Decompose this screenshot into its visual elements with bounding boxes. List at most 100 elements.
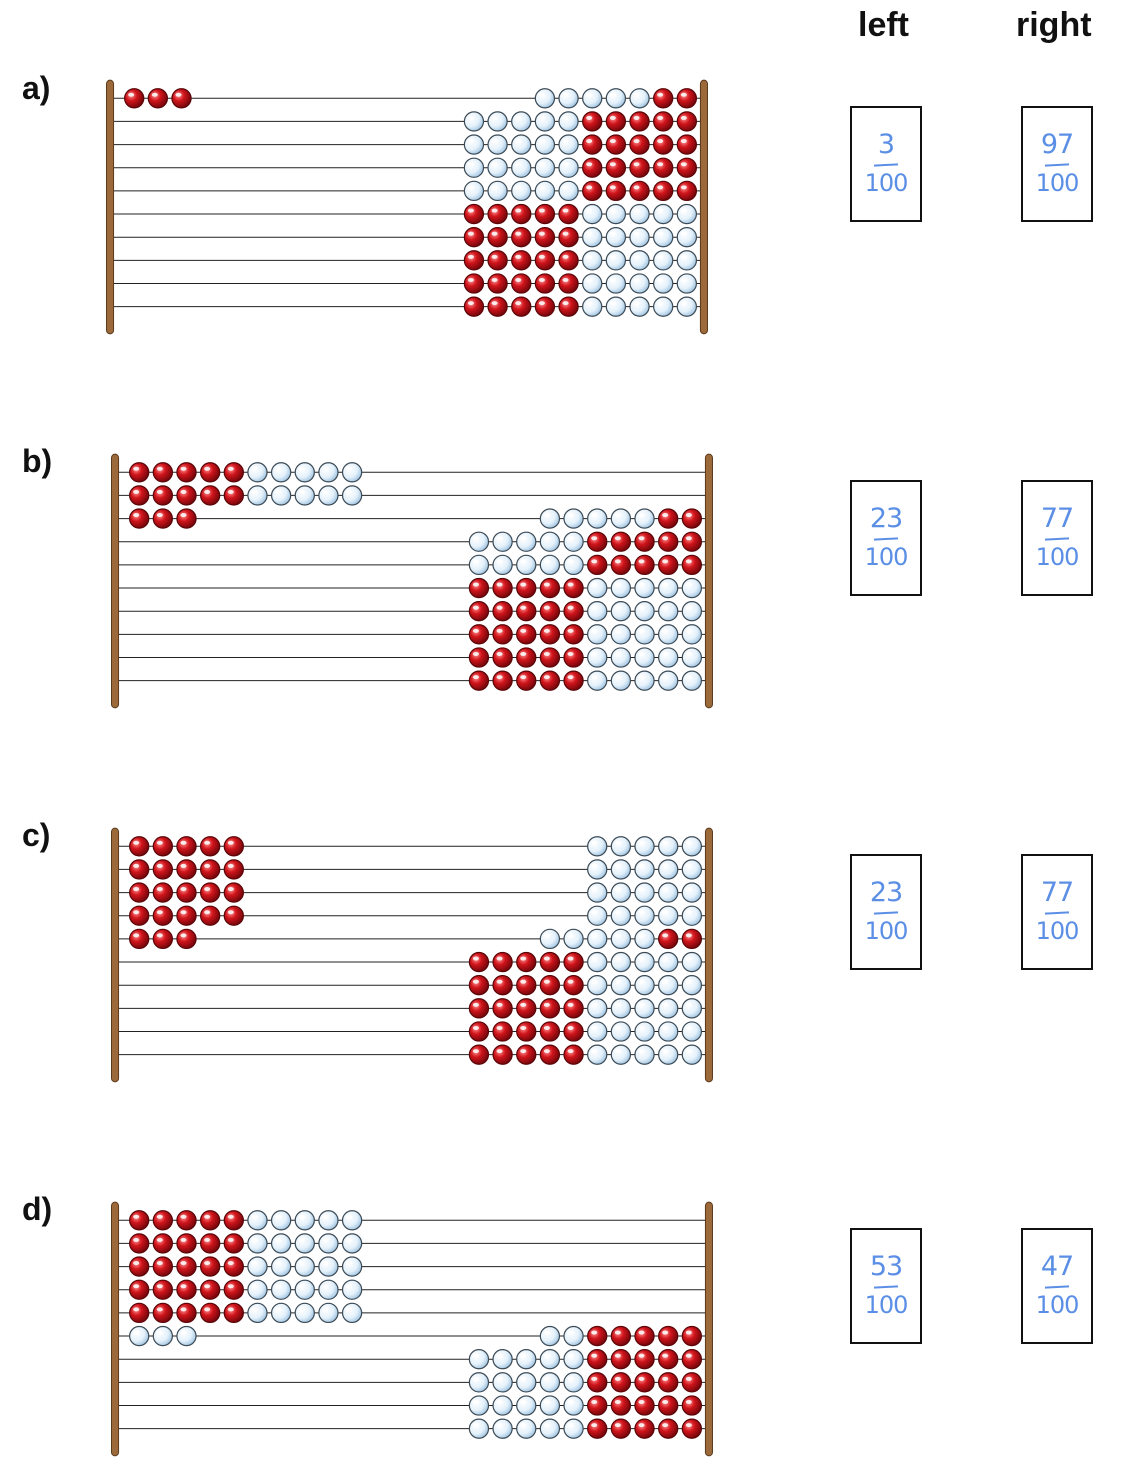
bead-red[interactable] — [176, 508, 197, 529]
bead-white[interactable] — [463, 157, 485, 178]
bead-red[interactable] — [587, 1418, 608, 1439]
bead-white[interactable] — [658, 1021, 679, 1042]
bead-white[interactable] — [468, 1349, 490, 1370]
bead-red[interactable] — [199, 1233, 221, 1254]
bead-red[interactable] — [610, 1372, 632, 1393]
bead-white[interactable] — [294, 1210, 315, 1231]
bead-red[interactable] — [152, 1233, 174, 1254]
bead-red[interactable] — [152, 508, 174, 529]
bead-white[interactable] — [610, 1021, 632, 1042]
bead-white[interactable] — [681, 670, 703, 691]
bead-red[interactable] — [681, 1395, 703, 1416]
bead-red[interactable] — [223, 1233, 244, 1254]
bead-red[interactable] — [152, 1256, 174, 1277]
bead-white[interactable] — [634, 1021, 655, 1042]
bead-white[interactable] — [587, 647, 608, 668]
bead-red[interactable] — [610, 554, 632, 576]
bead-red[interactable] — [147, 88, 169, 109]
bead-white[interactable] — [587, 601, 608, 622]
bead-red[interactable] — [539, 624, 561, 645]
bead-red[interactable] — [563, 670, 584, 691]
bead-red[interactable] — [176, 905, 197, 926]
bead-white[interactable] — [658, 670, 679, 691]
bead-red[interactable] — [129, 508, 150, 529]
bead-red[interactable] — [199, 859, 221, 880]
bead-white[interactable] — [563, 554, 584, 576]
bead-red[interactable] — [582, 180, 603, 202]
bead-white[interactable] — [270, 1256, 292, 1277]
bead-white[interactable] — [681, 577, 703, 599]
bead-red[interactable] — [629, 180, 650, 202]
bead-white[interactable] — [587, 905, 608, 926]
bead-red[interactable] — [587, 1325, 608, 1347]
bead-red[interactable] — [463, 250, 485, 271]
bead-white[interactable] — [511, 157, 532, 178]
bead-red[interactable] — [463, 273, 485, 294]
bead-white[interactable] — [610, 975, 632, 996]
bead-red[interactable] — [129, 928, 150, 950]
bead-white[interactable] — [658, 836, 679, 857]
bead-red[interactable] — [463, 227, 485, 248]
bead-red[interactable] — [634, 1395, 655, 1416]
bead-white[interactable] — [587, 975, 608, 996]
bead-red[interactable] — [563, 577, 584, 599]
bead-red[interactable] — [587, 554, 608, 576]
bead-red[interactable] — [176, 882, 197, 903]
bead-white[interactable] — [563, 1418, 584, 1439]
bead-white[interactable] — [539, 1325, 561, 1347]
bead-red[interactable] — [176, 859, 197, 880]
bead-red[interactable] — [582, 134, 603, 155]
bead-red[interactable] — [610, 1325, 632, 1347]
bead-red[interactable] — [492, 670, 513, 691]
bead-red[interactable] — [129, 905, 150, 926]
bead-red[interactable] — [610, 531, 632, 552]
bead-red[interactable] — [629, 157, 650, 178]
bead-white[interactable] — [582, 273, 603, 294]
bead-white[interactable] — [610, 601, 632, 622]
bead-white[interactable] — [587, 624, 608, 645]
bead-white[interactable] — [247, 1302, 268, 1324]
bead-red[interactable] — [658, 1395, 679, 1416]
bead-white[interactable] — [610, 508, 632, 529]
bead-red[interactable] — [516, 1021, 537, 1042]
bead-white[interactable] — [563, 1325, 584, 1347]
bead-red[interactable] — [487, 296, 508, 317]
bead-white[interactable] — [563, 1372, 584, 1393]
bead-white[interactable] — [658, 998, 679, 1019]
bead-red[interactable] — [587, 1395, 608, 1416]
bead-red[interactable] — [653, 180, 674, 202]
bead-white[interactable] — [634, 508, 655, 529]
bead-white[interactable] — [658, 647, 679, 668]
bead-white[interactable] — [605, 250, 627, 271]
bead-white[interactable] — [658, 882, 679, 903]
bead-white[interactable] — [676, 203, 698, 225]
bead-white[interactable] — [563, 928, 584, 950]
bead-red[interactable] — [653, 88, 674, 109]
answer-box-d-left[interactable]: 53 100 — [850, 1228, 922, 1344]
bead-white[interactable] — [341, 1233, 363, 1254]
bead-white[interactable] — [658, 905, 679, 926]
bead-white[interactable] — [534, 157, 556, 178]
bead-red[interactable] — [199, 836, 221, 857]
bead-white[interactable] — [341, 462, 363, 483]
bead-red[interactable] — [129, 836, 150, 857]
bead-white[interactable] — [610, 647, 632, 668]
bead-white[interactable] — [247, 1256, 268, 1277]
bead-red[interactable] — [658, 1325, 679, 1347]
bead-white[interactable] — [492, 554, 513, 576]
bead-red[interactable] — [468, 998, 490, 1019]
bead-red[interactable] — [129, 1210, 150, 1231]
bead-red[interactable] — [610, 1418, 632, 1439]
bead-white[interactable] — [539, 1395, 561, 1416]
bead-red[interactable] — [487, 203, 508, 225]
bead-red[interactable] — [152, 836, 174, 857]
bead-red[interactable] — [492, 624, 513, 645]
bead-white[interactable] — [610, 859, 632, 880]
bead-white[interactable] — [653, 250, 674, 271]
bead-white[interactable] — [587, 836, 608, 857]
bead-white[interactable] — [610, 624, 632, 645]
bead-white[interactable] — [582, 227, 603, 248]
bead-white[interactable] — [270, 1233, 292, 1254]
bead-red[interactable] — [563, 951, 584, 973]
bead-red[interactable] — [563, 624, 584, 645]
